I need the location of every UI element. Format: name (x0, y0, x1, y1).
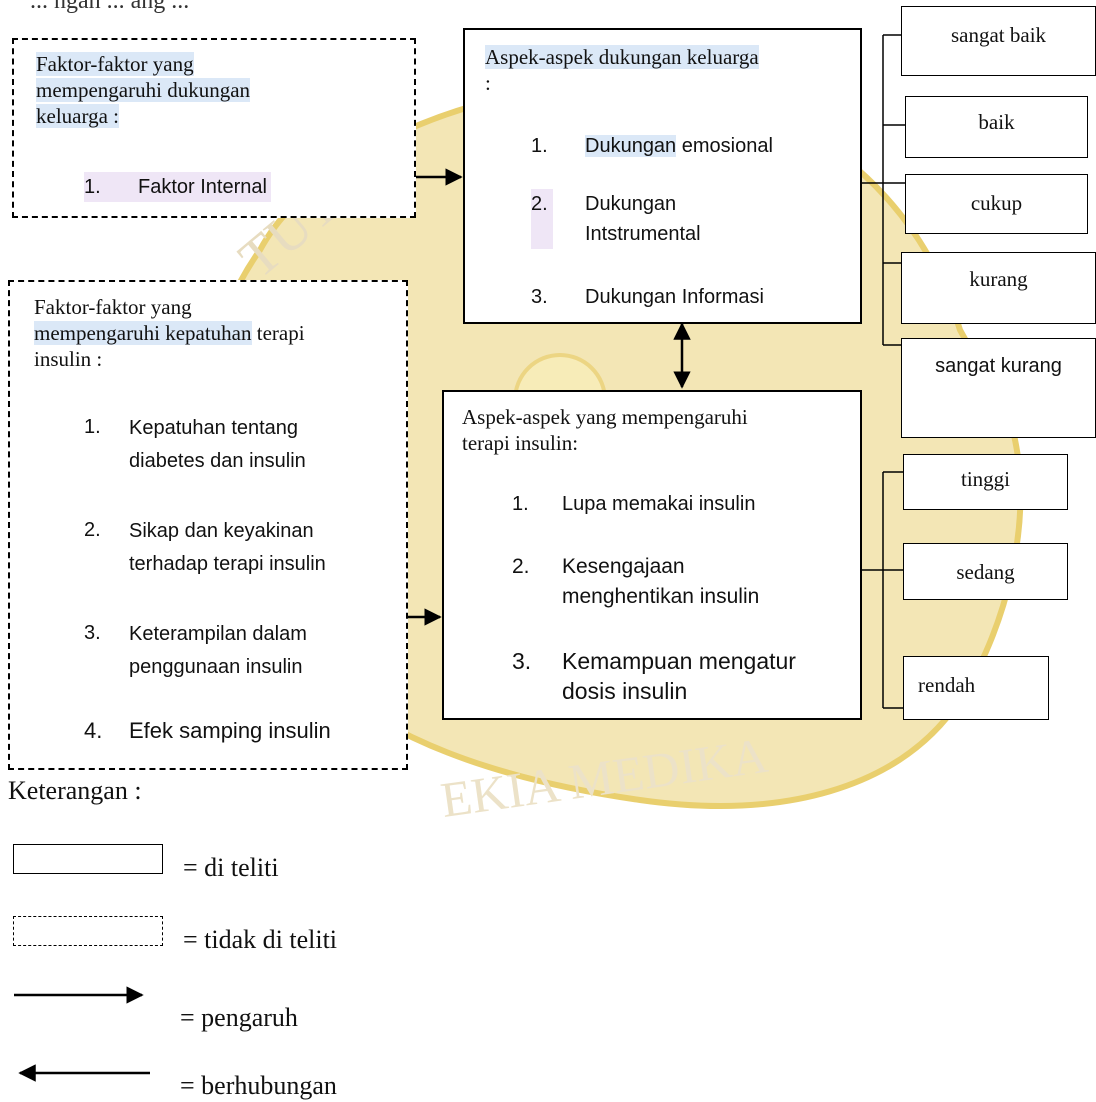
legend-dashed-label: = tidak di teliti (183, 925, 338, 954)
aspects-family-title-1: Aspek-aspek dukungan keluarga (485, 45, 759, 69)
therapy-levels-bracket (862, 471, 903, 709)
legend-dashed-box-sample (13, 916, 163, 946)
item-number: 1. (84, 176, 101, 198)
therapy-level-sedang: sedang (903, 543, 1068, 600)
aspects-therapy-title-2: terapi insulin: (462, 431, 579, 455)
factors-compliance-item-4: 4. Efek samping insulin (84, 718, 331, 743)
factors-compliance-title-3: insulin : (34, 347, 103, 371)
legend-arrow-right-label: = pengaruh (180, 1003, 298, 1032)
therapy-level-tinggi: tinggi (903, 454, 1068, 510)
factors-family-title-1: Faktor-faktor yang (36, 52, 194, 76)
aspects-therapy-title-1: Aspek-aspek yang mempengaruhi (462, 405, 748, 429)
legend-arrows (14, 986, 150, 1082)
factors-family-title-2: mempengaruhi dukungan (36, 78, 251, 102)
family-level-sangat-baik: sangat baik (901, 6, 1096, 76)
aspects-therapy-item-1: 1. Lupa memakai insulin (512, 493, 756, 515)
family-level-cukup: cukup (905, 174, 1088, 234)
aspects-family-box: Aspek-aspek dukungan keluarga : 1. Dukun… (463, 28, 862, 324)
header-partial: ... ngan ... ang ... (30, 0, 190, 14)
legend-arrow-left-label: = berhubungan (180, 1071, 337, 1100)
factors-family-title-3: keluarga : (36, 104, 119, 128)
family-level-sangat-kurang: sangat kurang (901, 338, 1096, 438)
legend-solid-box-sample (13, 844, 163, 874)
legend-solid-label: = di teliti (183, 853, 279, 882)
factors-family-box: Faktor-faktor yang mempengaruhi dukungan… (12, 38, 416, 218)
legend-title: Keterangan : (8, 776, 142, 805)
therapy-level-rendah: rendah (903, 656, 1049, 720)
aspects-family-item-1: 1. Dukungan emosional (531, 135, 773, 157)
aspects-family-title-2: : (485, 71, 491, 95)
family-level-kurang: kurang (901, 252, 1096, 324)
family-levels-bracket (862, 34, 905, 346)
factors-compliance-box: Faktor-faktor yang mempengaruhi kepatuha… (8, 280, 408, 770)
item-text: Faktor Internal (138, 176, 267, 198)
aspects-family-item-3: 3. Dukungan Informasi (531, 286, 764, 308)
factors-compliance-title-1: Faktor-faktor yang (34, 295, 192, 319)
aspects-therapy-box: Aspek-aspek yang mempengaruhi terapi ins… (442, 390, 862, 720)
factors-family-item: 1. Faktor Internal (84, 172, 271, 202)
family-level-baik: baik (905, 96, 1088, 158)
